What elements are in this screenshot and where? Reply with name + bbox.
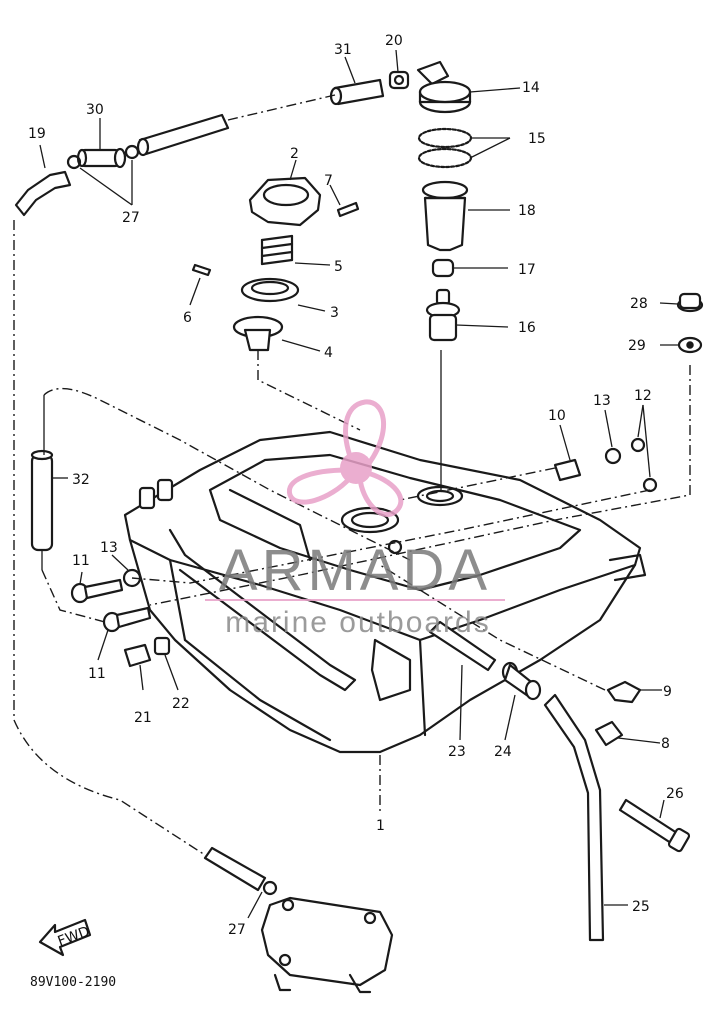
callout-31: 31 xyxy=(334,42,352,58)
washer-12-a xyxy=(630,437,646,453)
clip-27-lower xyxy=(262,880,278,896)
callout-8: 8 xyxy=(661,736,670,752)
callout-19: 19 xyxy=(28,126,46,142)
callout-27-a: 27 xyxy=(122,210,140,226)
washer-12-b xyxy=(642,477,658,493)
bolt-11-a xyxy=(70,578,124,604)
propeller-blade-left xyxy=(286,467,353,505)
propeller-logo xyxy=(286,399,404,517)
callout-32: 32 xyxy=(72,472,90,488)
clip-8 xyxy=(594,720,624,747)
callout-17: 17 xyxy=(518,262,536,278)
callout-13-a: 13 xyxy=(100,540,118,556)
callout-5: 5 xyxy=(334,259,343,275)
dash-line-10 xyxy=(399,467,556,501)
connection-line-top xyxy=(227,94,336,121)
fwd-label: FWD xyxy=(56,924,92,950)
callout-24: 24 xyxy=(494,744,512,760)
hose-lower xyxy=(203,846,267,892)
callout-26: 26 xyxy=(666,786,684,802)
strap-26 xyxy=(618,798,691,853)
callout-6: 6 xyxy=(183,310,192,326)
hose-upper xyxy=(138,113,230,156)
valve-16 xyxy=(425,288,461,342)
callout-14: 14 xyxy=(522,80,540,96)
washer-13-right xyxy=(604,447,622,465)
callout-25: 25 xyxy=(632,899,650,915)
watermark-tagline: marine outboards xyxy=(225,606,490,639)
spring-5 xyxy=(260,234,294,266)
callout-20: 20 xyxy=(385,33,403,49)
callout-22: 22 xyxy=(172,696,190,712)
clip-22 xyxy=(153,636,171,656)
dash-line-32 xyxy=(43,387,411,561)
callout-1: 1 xyxy=(376,818,385,834)
callout-4: 4 xyxy=(324,345,333,361)
callout-10: 10 xyxy=(548,408,566,424)
callout-13-b: 13 xyxy=(593,393,611,409)
hose-32 xyxy=(30,395,54,570)
callout-18: 18 xyxy=(518,203,536,219)
fwd-arrow: FWD xyxy=(38,918,92,957)
dash-line-29 xyxy=(149,365,691,606)
callout-11-a: 11 xyxy=(72,553,90,569)
hose-23 xyxy=(428,620,497,672)
callout-30: 30 xyxy=(86,102,104,118)
dash-line-tank-cap xyxy=(257,350,361,431)
clip-27-a xyxy=(66,154,82,170)
callout-21: 21 xyxy=(134,710,152,726)
callout-3: 3 xyxy=(330,305,339,321)
watermark-brand: ARMADA xyxy=(219,538,491,603)
hose-31 xyxy=(329,78,385,106)
callout-27-b: 27 xyxy=(228,922,246,938)
clamp-20 xyxy=(388,70,410,90)
callout-23: 23 xyxy=(448,744,466,760)
joint-30 xyxy=(76,147,127,169)
vent-hose-19 xyxy=(14,170,72,217)
gauge-body-18 xyxy=(421,180,469,252)
fitting-24 xyxy=(501,661,542,701)
callout-labels: 1 2 3 4 5 6 7 8 9 10 11 11 12 13 13 14 1… xyxy=(28,33,684,938)
propeller-blade-right xyxy=(357,469,404,517)
clip-17 xyxy=(431,258,455,278)
fuel-pump xyxy=(260,896,394,994)
propeller-hub xyxy=(340,452,372,484)
seat-4 xyxy=(232,315,284,352)
propeller-blade-top xyxy=(343,399,387,465)
callout-7: 7 xyxy=(324,173,333,189)
gasket-15-b xyxy=(417,147,473,169)
fitting-21 xyxy=(123,643,152,668)
callout-11-b: 11 xyxy=(88,666,106,682)
callout-29: 29 xyxy=(628,338,646,354)
dash-line-fitting-a xyxy=(41,569,106,623)
leader-lines xyxy=(39,49,679,919)
watermark: ARMADA marine outboards xyxy=(205,399,505,639)
bracket-9 xyxy=(606,680,642,704)
tank-cap-2 xyxy=(248,176,322,227)
pin-6 xyxy=(191,263,212,277)
drawing-code: 89V100-2190 xyxy=(30,975,116,990)
callout-15: 15 xyxy=(528,131,546,147)
dash-line-left xyxy=(13,220,206,856)
ring-3 xyxy=(240,277,300,303)
pin-7 xyxy=(336,201,360,218)
fuel-gauge-cap-14 xyxy=(416,60,472,114)
hose-25 xyxy=(543,693,605,942)
bracket-10 xyxy=(553,458,582,482)
grommet-28 xyxy=(676,292,704,313)
gasket-15-a xyxy=(417,127,473,149)
callout-2: 2 xyxy=(290,146,299,162)
callout-28: 28 xyxy=(630,296,648,312)
callout-9: 9 xyxy=(663,684,672,700)
bolt-11-b xyxy=(102,606,152,633)
clip-27-b xyxy=(124,144,140,160)
callout-12: 12 xyxy=(634,388,652,404)
callout-16: 16 xyxy=(518,320,536,336)
